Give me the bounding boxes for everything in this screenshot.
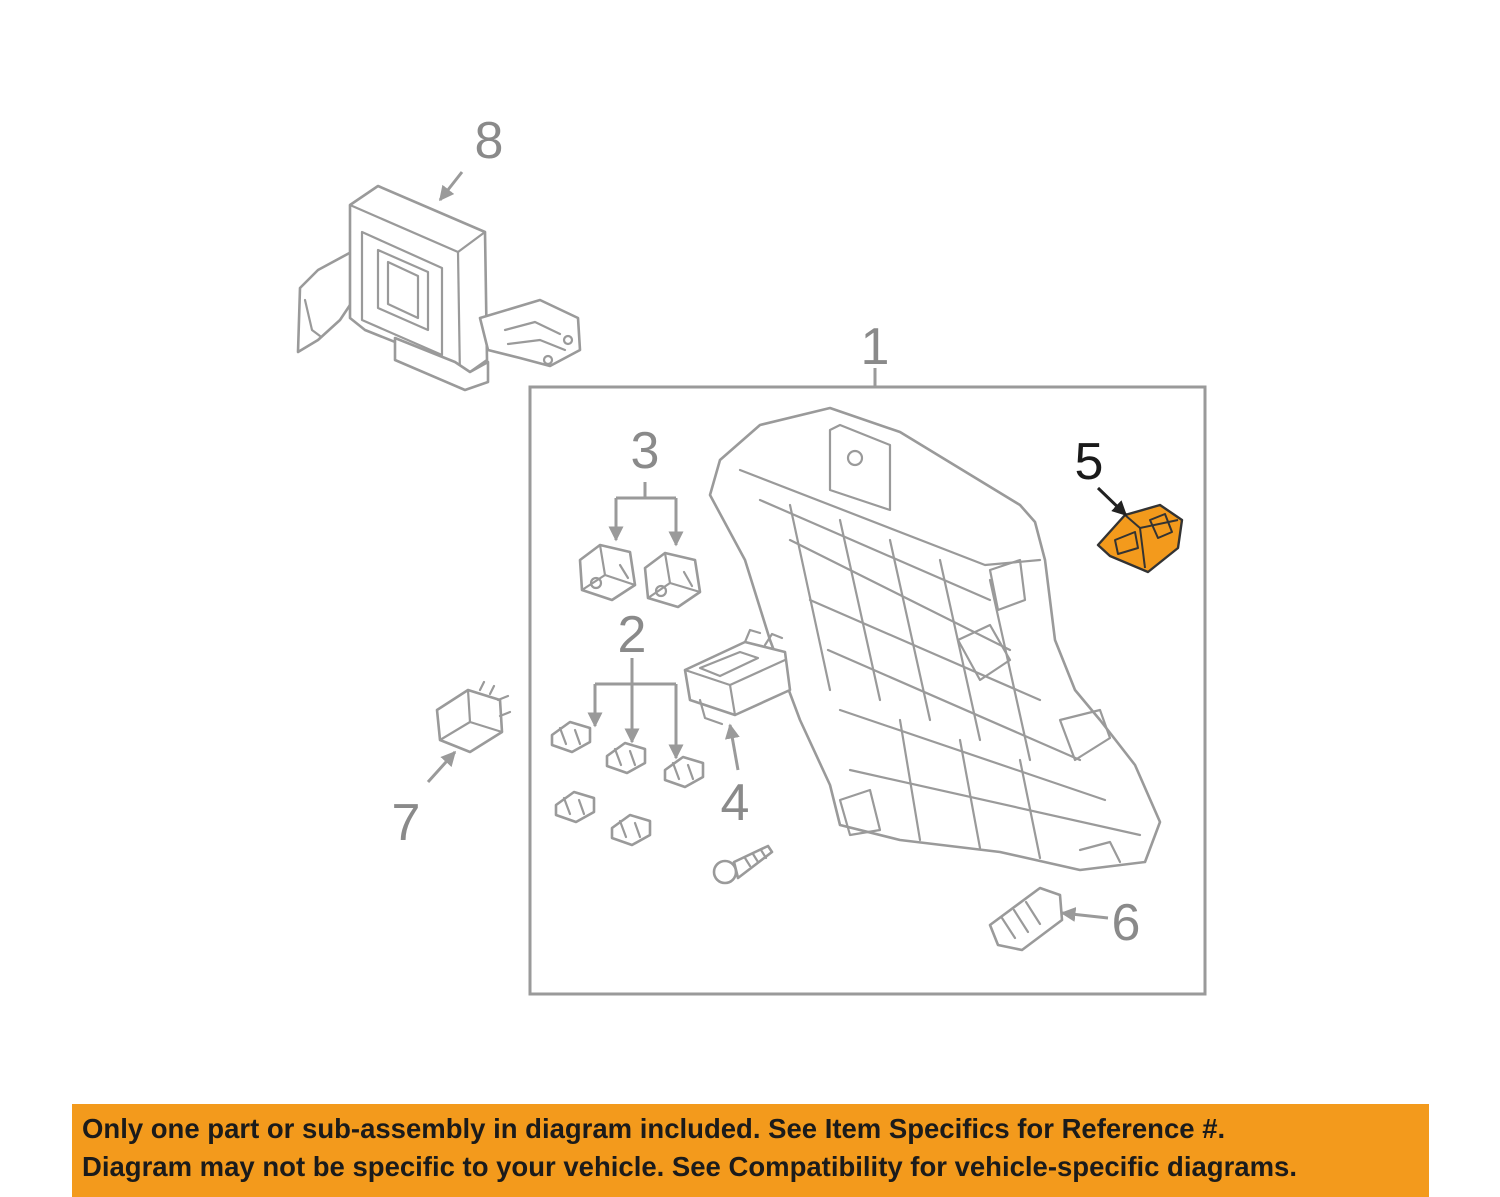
callout-2-leader: [595, 658, 676, 686]
assembly-frame: [528, 385, 1207, 996]
callout-6-leader: [1060, 907, 1109, 922]
part-3-relay-right: [643, 551, 702, 609]
callout-3-leader: [614, 482, 676, 545]
disclaimer-line-1: Only one part or sub-assembly in diagram…: [82, 1113, 1226, 1144]
part-8-control-module: [296, 184, 582, 392]
callout-7: 7: [392, 794, 421, 852]
callout-1: 1: [861, 318, 890, 376]
part-3-relay-left: [578, 543, 637, 602]
disclaimer-line-2: Diagram may not be specific to your vehi…: [82, 1151, 1297, 1182]
part-4-relay-module: [683, 628, 792, 726]
callout-4-leader: [724, 723, 740, 771]
part-1-fuse-relay-box: [708, 406, 1162, 872]
part-5-highlighted-relay: [1096, 503, 1184, 574]
callout-7-leader: [426, 750, 457, 784]
disclaimer-banner: Only one part or sub-assembly in diagram…: [72, 1104, 1429, 1197]
callout-5: 5: [1075, 433, 1104, 491]
callout-8: 8: [475, 112, 504, 170]
callout-3: 3: [631, 422, 660, 480]
callout-6: 6: [1112, 894, 1141, 952]
callout-5-leader: [1096, 486, 1128, 517]
callout-8-leader: [438, 171, 464, 202]
part-7-relay: [435, 680, 512, 754]
callout-4: 4: [721, 774, 750, 832]
screw: [712, 844, 774, 885]
part-6-connector-clip: [988, 886, 1064, 952]
part-2-fuses: [550, 720, 705, 847]
callout-2: 2: [618, 606, 647, 664]
